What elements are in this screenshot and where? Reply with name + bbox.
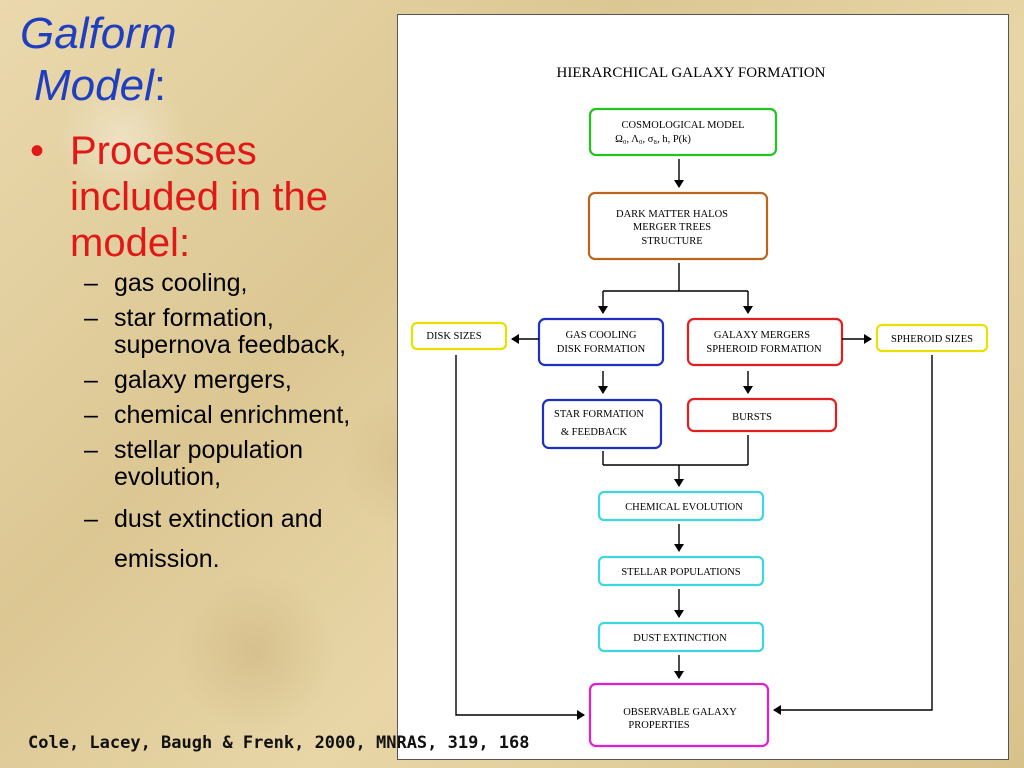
diagram-panel: HIERARCHICAL GALAXY FORMATION COSMOLOGIC… <box>397 14 1009 760</box>
bullet-text: Processes included in the model: <box>70 129 328 265</box>
box-stellar-populations: STELLAR POPULATIONS <box>597 555 765 587</box>
svg-text:Ω₀, Λ₀, σ₈, h, P(k): Ω₀, Λ₀, σ₈, h, P(k) <box>615 134 691 145</box>
list-item: –chemical enrichment, <box>84 401 351 429</box>
svg-text:DISK SIZES: DISK SIZES <box>426 331 481 342</box>
svg-text:SPHEROID FORMATION: SPHEROID FORMATION <box>706 344 822 355</box>
box-observable-properties: OBSERVABLE GALAXY PROPERTIES <box>588 682 770 748</box>
svg-text:STAR FORMATION: STAR FORMATION <box>554 409 644 420</box>
connector-arrows <box>455 159 933 720</box>
svg-text:PROPERTIES: PROPERTIES <box>628 720 689 731</box>
svg-text:BURSTS: BURSTS <box>732 412 772 423</box>
box-dark-matter-halos: DARK MATTER HALOS MERGER TREES STRUCTURE <box>587 191 769 261</box>
box-spheroid-sizes: SPHEROID SIZES <box>875 323 989 353</box>
list-item: –galaxy mergers, <box>84 366 292 394</box>
svg-text:& FEEDBACK: & FEEDBACK <box>561 427 628 438</box>
svg-text:SPHEROID SIZES: SPHEROID SIZES <box>891 334 973 345</box>
svg-text:STRUCTURE: STRUCTURE <box>641 236 702 247</box>
svg-text:DUST EXTINCTION: DUST EXTINCTION <box>633 633 727 644</box>
list-item: –star formation, supernova feedback, <box>84 304 347 359</box>
svg-text:STELLAR POPULATIONS: STELLAR POPULATIONS <box>621 567 740 578</box>
box-star-formation: STAR FORMATION & FEEDBACK <box>541 398 663 450</box>
main-bullet: • Processes included in the model: <box>30 128 370 266</box>
process-list: –gas cooling, –star formation, supernova… <box>84 270 384 587</box>
box-bursts: BURSTS <box>686 397 838 433</box>
list-item: –gas cooling, <box>84 269 248 297</box>
slide-title-line1: Galform <box>20 9 177 58</box>
svg-text:GALAXY MERGERS: GALAXY MERGERS <box>714 330 810 341</box>
box-galaxy-mergers: GALAXY MERGERS SPHEROID FORMATION <box>686 317 844 367</box>
diagram-title: HIERARCHICAL GALAXY FORMATION <box>557 65 826 81</box>
box-gas-cooling: GAS COOLING DISK FORMATION <box>537 317 665 367</box>
box-dust-extinction: DUST EXTINCTION <box>597 621 765 653</box>
svg-text:MERGER TREES: MERGER TREES <box>633 222 711 233</box>
list-item: –stellar population evolution, <box>84 436 304 491</box>
svg-text:OBSERVABLE GALAXY: OBSERVABLE GALAXY <box>623 707 737 718</box>
list-item: –dust extinction and emission. <box>84 505 323 573</box>
flowchart: HIERARCHICAL GALAXY FORMATION COSMOLOGIC… <box>410 65 989 748</box>
bullet-symbol: • <box>30 129 45 173</box>
svg-text:CHEMICAL EVOLUTION: CHEMICAL EVOLUTION <box>625 502 743 513</box>
svg-text:DISK FORMATION: DISK FORMATION <box>557 344 646 355</box>
box-chemical-evolution: CHEMICAL EVOLUTION <box>597 490 765 522</box>
svg-text:DARK MATTER HALOS: DARK MATTER HALOS <box>616 209 728 220</box>
box-cosmological-model: COSMOLOGICAL MODEL Ω₀, Λ₀, σ₈, h, P(k) <box>588 107 778 157</box>
citation: Cole, Lacey, Baugh & Frenk, 2000, MNRAS,… <box>28 733 530 753</box>
slide-title: Galform Model: <box>20 8 240 112</box>
svg-text:GAS COOLING: GAS COOLING <box>566 330 637 341</box>
svg-text:COSMOLOGICAL MODEL: COSMOLOGICAL MODEL <box>622 120 745 131</box>
slide-title-line2: Model: <box>34 61 167 110</box>
box-disk-sizes: DISK SIZES <box>410 321 508 351</box>
